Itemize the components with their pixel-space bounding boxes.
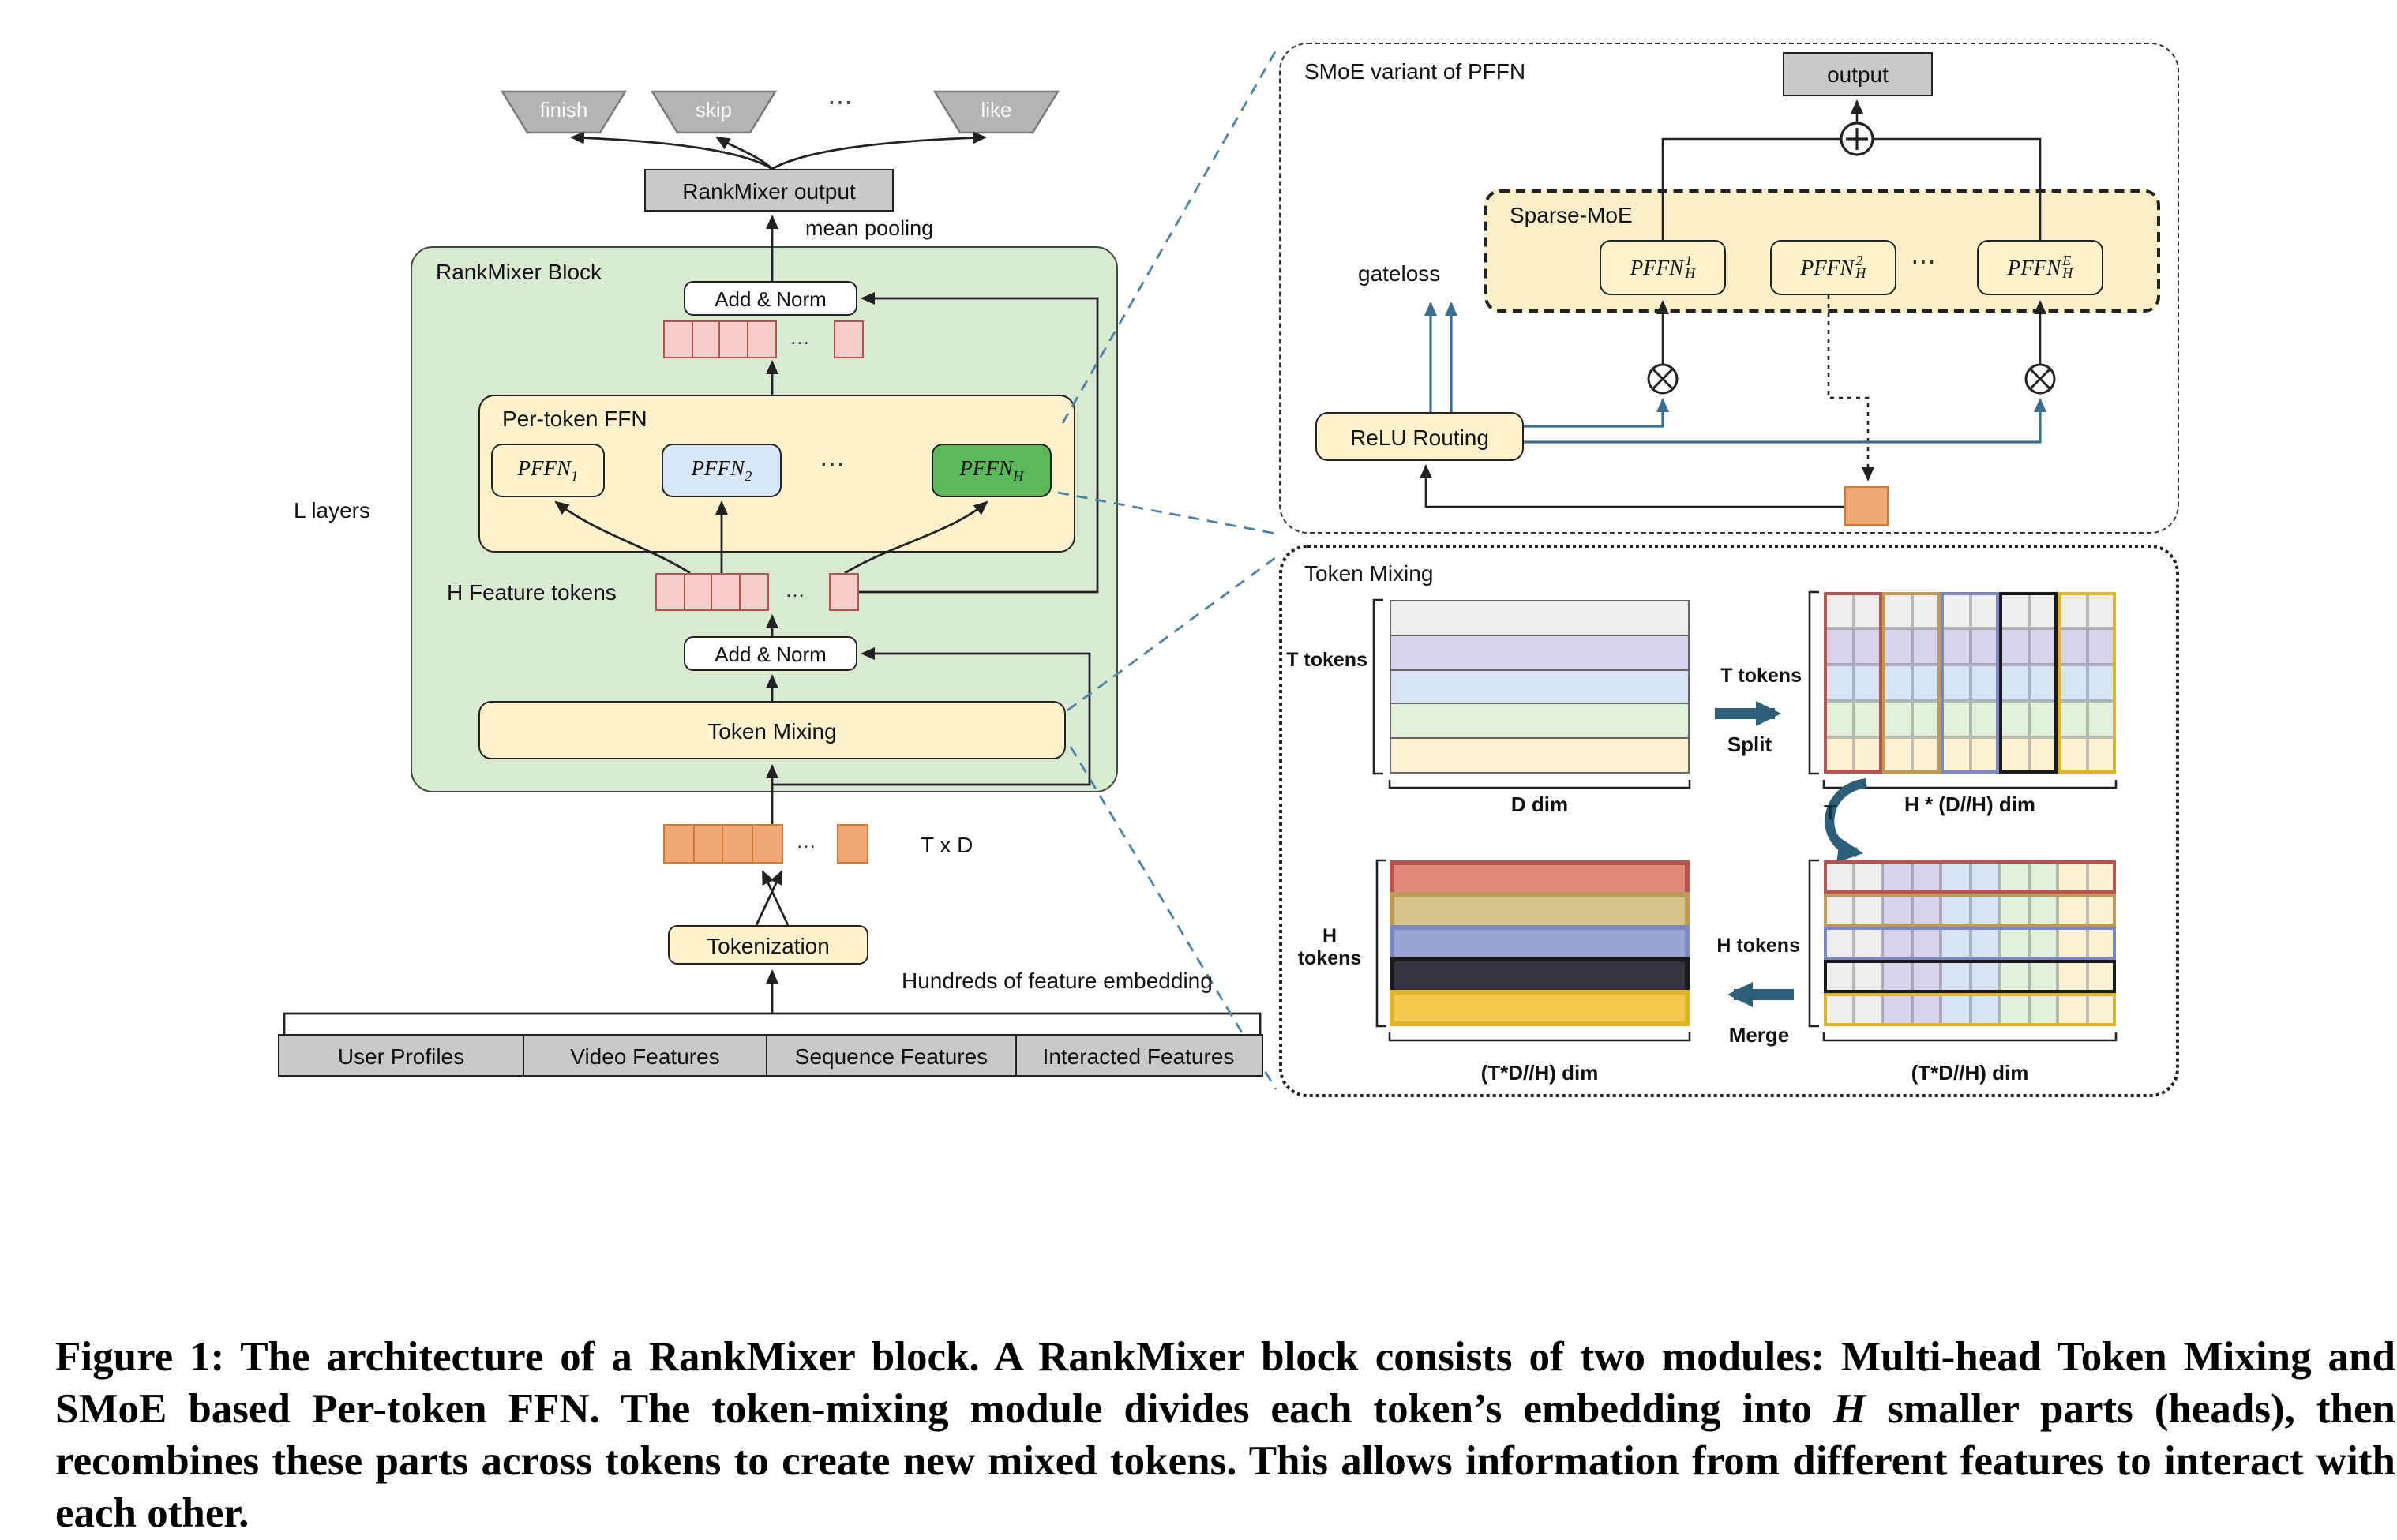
token-cell	[683, 573, 713, 611]
pffn-ellipsis: ⋯	[820, 452, 846, 478]
rankmixer-output-box: RankMixer output	[644, 169, 894, 212]
add-norm-top-box: Add & Norm	[684, 281, 857, 316]
pffn-2-sub: 2	[745, 469, 752, 485]
expert-1-sup: 1	[1685, 252, 1693, 268]
caption-italic-h: H	[1832, 1385, 1866, 1433]
output-head-finish: finish	[539, 98, 588, 122]
caption-part-2: smaller parts (heads), then recombines t…	[55, 1385, 2395, 1537]
h-tokens-line1: H	[1322, 925, 1337, 947]
expert-ellipsis: ⋯	[1911, 249, 1937, 276]
gateloss-label: gateloss	[1358, 260, 1441, 286]
token-mixing-panel-title: Token Mixing	[1304, 560, 1434, 586]
pffn-h-label: PFFN	[959, 455, 1013, 480]
pffn-1-box: PFFN1	[491, 444, 605, 497]
expert-2-label: PFFN	[1800, 255, 1855, 279]
h-tokens-label-left: H tokens	[1289, 925, 1371, 969]
pffn-h-box: PFFNH	[932, 444, 1052, 497]
feature-cell-sequence-features: Sequence Features	[766, 1034, 1017, 1077]
feature-token-row	[655, 573, 768, 611]
t-tokens-label-left: T tokens	[1286, 649, 1367, 671]
mixed-token-ellipsis: …	[790, 325, 812, 349]
token-cell	[722, 824, 753, 864]
head-dim-label: H * (D//H) dim	[1904, 792, 2036, 816]
caption-part-1: Figure 1: The architecture of a RankMixe…	[55, 1332, 2395, 1433]
token-matrix	[1390, 600, 1690, 774]
token-cell	[711, 573, 741, 611]
token-cell	[691, 320, 721, 358]
smoe-input-token	[1844, 486, 1889, 526]
t-x-d-label: T x D	[921, 832, 973, 857]
merged-dim-label-right: (T*D//H) dim	[1911, 1061, 2029, 1085]
expert-1-sub: H	[1685, 264, 1696, 280]
merge-label: Merge	[1728, 1023, 1790, 1047]
split-matrix	[1824, 592, 2116, 774]
figure-caption: Figure 1: The architecture of a RankMixe…	[55, 1331, 2395, 1540]
token-cell	[663, 824, 695, 864]
feature-cell-interacted-features: Interacted Features	[1015, 1034, 1262, 1077]
tokenization-box: Tokenization	[668, 925, 868, 965]
transpose-label: T	[1824, 800, 1836, 824]
expert-e-sup: E	[2062, 252, 2072, 268]
rankmixer-block-label: RankMixer Block	[436, 259, 602, 284]
token-cell	[837, 824, 868, 864]
input-token-row	[663, 824, 782, 864]
h-tokens-line2: tokens	[1297, 947, 1362, 969]
hundreds-embedding-label: Hundreds of feature embedding	[902, 968, 1213, 993]
relu-routing-box: ReLU Routing	[1315, 412, 1524, 461]
input-token-ellipsis: …	[796, 829, 818, 852]
token-cell	[738, 573, 768, 611]
pffn-h-sub: H	[1012, 469, 1024, 485]
h-tokens-label-right: H tokens	[1716, 935, 1800, 957]
merged-dim-label-left: (T*D//H) dim	[1480, 1061, 1599, 1085]
smoe-panel-title: SMoE variant of PFFN	[1304, 58, 1526, 84]
expert-e-sub: H	[2062, 264, 2073, 280]
split-label: Split	[1727, 733, 1772, 756]
pffn-2-label: PFFN	[691, 455, 745, 480]
sparse-moe-label: Sparse-MoE	[1510, 202, 1633, 227]
expert-2-sub: H	[1855, 264, 1866, 280]
output-head-like: like	[981, 98, 1012, 122]
head-matrix	[1390, 860, 1690, 1027]
token-cell	[834, 320, 864, 358]
transposed-matrix	[1824, 860, 2116, 1026]
l-layers-label: L layers	[294, 497, 371, 523]
expert-1-label: PFFN	[1630, 255, 1684, 279]
feature-token-ellipsis: …	[785, 578, 807, 601]
feature-cell-user-profiles: User Profiles	[278, 1034, 524, 1077]
mixed-token-row	[663, 320, 776, 358]
add-norm-bottom-box: Add & Norm	[684, 636, 857, 671]
expert-2-sup: 2	[1855, 252, 1863, 268]
mean-pooling-label: mean pooling	[805, 216, 934, 240]
token-mixing-box: Token Mixing	[478, 701, 1066, 759]
smoe-output-box: output	[1783, 52, 1933, 96]
token-cell	[692, 824, 724, 864]
feature-cell-video-features: Video Features	[522, 1034, 768, 1077]
token-cell	[663, 320, 693, 358]
token-cell	[655, 573, 685, 611]
d-dim-label: D dim	[1510, 792, 1569, 816]
pffn-2-box: PFFN2	[662, 444, 782, 497]
token-cell	[829, 573, 859, 611]
pffn-1-label: PFFN	[517, 455, 572, 480]
output-heads-ellipsis: ⋯	[827, 90, 854, 117]
t-tokens-label-right: T tokens	[1720, 665, 1802, 687]
expert-e-label: PFFN	[2007, 255, 2061, 279]
feature-bracket	[283, 1012, 1262, 1034]
per-token-ffn-label: Per-token FFN	[502, 406, 647, 431]
pffn-1-sub: 1	[571, 469, 579, 485]
token-cell	[751, 824, 782, 864]
figure-1-rankmixer: finish skip ⋯ like RankMixer output mean…	[55, 43, 2395, 1537]
h-feature-tokens-label: H Feature tokens	[447, 579, 617, 605]
token-cell	[718, 320, 748, 358]
token-cell	[746, 320, 776, 358]
output-head-skip: skip	[695, 98, 733, 122]
